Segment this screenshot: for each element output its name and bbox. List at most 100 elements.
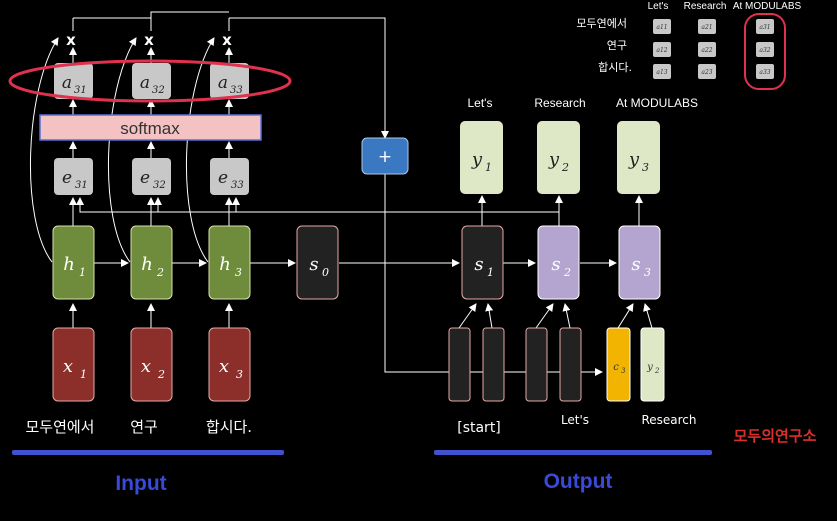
svg-text:1: 1	[80, 368, 87, 381]
svg-text:3: 3	[642, 161, 649, 174]
multiply-symbol-3: x	[222, 31, 232, 49]
x-node-2: x 2	[130, 327, 173, 402]
svg-text:2: 2	[563, 266, 571, 279]
matrix-cell: a12	[656, 47, 667, 54]
matrix-col-header-3: At MODULABS	[733, 1, 802, 12]
multiply-symbols: x x x	[66, 31, 232, 49]
decoder-input-word-1: [start]	[457, 420, 501, 436]
svg-text:2: 2	[654, 367, 660, 375]
svg-text:31: 31	[74, 85, 87, 96]
a-node-33: a 33	[210, 63, 249, 99]
svg-text:32: 32	[153, 180, 166, 191]
output-section-label: Output	[544, 470, 613, 493]
plus-symbol: +	[378, 147, 392, 167]
h-node-3: h 3	[208, 225, 251, 300]
matrix-cell: a23	[701, 69, 712, 76]
decoder-input-box	[482, 327, 505, 402]
context-node-c3: c 3	[606, 327, 631, 402]
encoder-hidden: h 1 h 2 h 3	[52, 225, 251, 300]
decoder-input-box	[559, 327, 582, 402]
decoder-input-word-labels: [start] Let's Research	[457, 413, 696, 436]
s-node-3: s 3	[618, 225, 661, 300]
input-word-2: 연구	[130, 418, 158, 436]
svg-text:a: a	[218, 73, 228, 93]
svg-text:y: y	[471, 149, 483, 170]
x-node-3: x 3	[208, 327, 251, 402]
svg-text:c: c	[613, 362, 619, 373]
attention-weight-nodes: a 31 a 32 a 33	[54, 63, 249, 99]
svg-text:1: 1	[79, 266, 86, 279]
s-node-1: s 1	[461, 225, 504, 300]
h-node-2: h 2	[130, 225, 173, 300]
decoder-outputs: y 1 y 2 y 3	[460, 121, 660, 194]
svg-text:y: y	[628, 149, 640, 170]
svg-text:3: 3	[236, 368, 243, 381]
svg-text:2: 2	[157, 368, 165, 381]
svg-text:e: e	[62, 168, 72, 188]
score-nodes: e 31 e 32 e 33	[54, 158, 249, 195]
e-node-31: e 31	[54, 158, 93, 195]
matrix-cell: a32	[759, 47, 770, 54]
y-node-3: y 3	[617, 121, 660, 194]
svg-text:e: e	[140, 168, 150, 188]
e-node-33: e 33	[210, 158, 249, 195]
decoder-input-boxes: c 3 y 2	[448, 327, 665, 402]
decoder-input-box	[448, 327, 471, 402]
a-node-31: a 31	[54, 63, 93, 99]
svg-text:33: 33	[230, 85, 243, 96]
y-node-2: y 2	[537, 121, 580, 194]
svg-text:33: 33	[231, 180, 244, 191]
svg-text:y: y	[548, 149, 560, 170]
softmax-label: softmax	[120, 119, 180, 138]
matrix-cell: a22	[701, 47, 712, 54]
input-word-labels: 모두연에서 연구 합시다.	[25, 418, 252, 436]
svg-text:s: s	[309, 254, 318, 275]
output-word-labels: Let's Research At MODULABS	[468, 96, 699, 110]
decoder-input-box	[525, 327, 548, 402]
svg-text:h: h	[219, 254, 231, 275]
attention-matrix: Let's Research At MODULABS 모두연에서 연구 합시다.…	[576, 1, 802, 90]
s0-node: s 0	[296, 225, 339, 300]
decoder-input-word-2: Let's	[561, 413, 589, 427]
matrix-row-header-1: 모두연에서	[576, 17, 627, 30]
input-word-1: 모두연에서	[25, 418, 94, 436]
svg-text:s: s	[474, 254, 483, 275]
matrix-cell: a11	[656, 24, 667, 31]
input-section-label: Input	[115, 472, 166, 495]
svg-text:1: 1	[487, 266, 494, 279]
svg-text:x: x	[141, 356, 151, 377]
matrix-col-header-1: Let's	[648, 1, 669, 12]
input-underline	[12, 450, 284, 455]
multiply-symbol-2: x	[144, 31, 154, 49]
s-node-2: s 2	[537, 225, 580, 300]
h-node-1: h 1	[52, 225, 95, 300]
x-node-1: x 1	[52, 327, 95, 402]
matrix-cell: a33	[759, 69, 770, 76]
output-word-3: At MODULABS	[616, 96, 698, 110]
softmax-layer: softmax	[39, 114, 262, 141]
input-word-3: 합시다.	[206, 418, 252, 436]
output-word-2: Research	[534, 96, 585, 110]
svg-text:3: 3	[235, 266, 242, 279]
svg-text:2: 2	[156, 266, 164, 279]
svg-text:e: e	[218, 168, 228, 188]
matrix-cell: a31	[759, 24, 770, 31]
output-underline	[434, 450, 712, 455]
svg-text:y: y	[646, 362, 653, 373]
modulabs-logo: 모두의연구소	[734, 427, 817, 445]
highlight-ellipse	[8, 59, 292, 103]
multiply-symbol-1: x	[66, 31, 76, 49]
output-word-1: Let's	[468, 96, 493, 110]
svg-text:x: x	[63, 356, 73, 377]
matrix-row-header-2: 연구	[607, 39, 627, 52]
decoder-states: s 1 s 2 s 3	[461, 225, 661, 300]
matrix-highlight	[744, 13, 786, 90]
prev-output-y2: y 2	[640, 327, 665, 402]
svg-text:3: 3	[621, 367, 626, 375]
decoder-input-word-3: Research	[641, 413, 696, 427]
matrix-row-header-3: 합시다.	[598, 61, 632, 74]
matrix-cell: a21	[701, 24, 712, 31]
sum-node: +	[361, 137, 409, 175]
encoder-inputs: x 1 x 2 x 3	[52, 327, 251, 402]
svg-text:a: a	[140, 73, 150, 93]
